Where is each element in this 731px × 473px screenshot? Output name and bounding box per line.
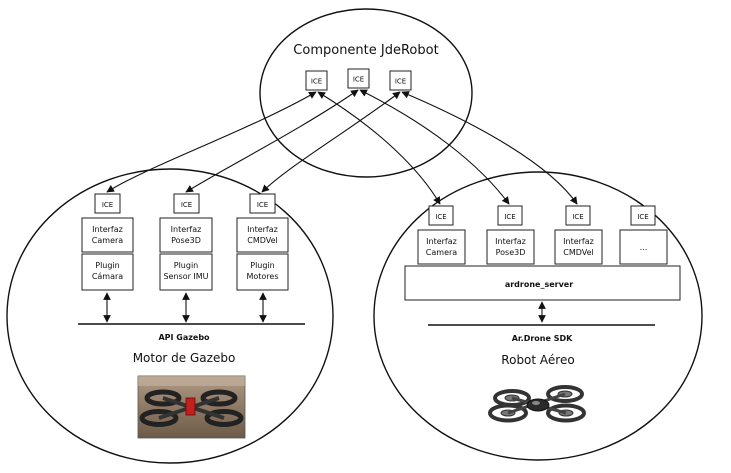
- ice-label: ICE: [102, 201, 113, 209]
- ice-label: ICE: [311, 78, 322, 86]
- interface-label: CMDVel: [563, 248, 594, 257]
- plugin-label: Plugin: [250, 261, 275, 270]
- interface-label: Interfaz: [563, 237, 594, 246]
- jderobot-ice-0: ICE: [305, 70, 328, 91]
- interface-label: Interfaz: [426, 237, 457, 246]
- robot-column-more: ICE ...: [619, 205, 668, 265]
- robot-column-cmdvel: ICE Interfaz CMDVel: [554, 205, 603, 265]
- interface-box: [159, 217, 213, 253]
- ice-label: ICE: [572, 213, 583, 221]
- ice-box: [565, 205, 591, 226]
- ice-label: ICE: [435, 213, 446, 221]
- interface-box: [619, 229, 668, 265]
- jderobot-title: Componente JdeRobot: [293, 43, 438, 58]
- ardrone-server-box: [404, 265, 681, 301]
- gazebo-column-camera: ICE Interfaz Camera Plugin Cámara: [81, 193, 134, 323]
- connection-cmdvel-robot: [401, 91, 578, 205]
- interface-box: [236, 217, 289, 253]
- interface-label: Camera: [426, 248, 457, 257]
- interface-label: Pose3D: [496, 248, 526, 257]
- interface-label: Interfaz: [495, 237, 526, 246]
- robot-drone-image: [488, 385, 586, 423]
- interface-box: [81, 217, 134, 253]
- gazebo-title: Motor de Gazebo: [133, 351, 236, 365]
- interface-box: [486, 229, 535, 265]
- ellipsis-label: ...: [640, 243, 648, 252]
- interface-label: CMDVel: [247, 236, 278, 245]
- ice-box: [630, 205, 656, 226]
- ice-label: ICE: [353, 76, 364, 84]
- connection-camera-robot: [317, 91, 441, 205]
- connection-pose-gazebo: [185, 89, 359, 193]
- ice-box: [173, 193, 200, 214]
- connection-pose-robot: [359, 89, 510, 205]
- ice-label: ICE: [181, 201, 192, 209]
- ice-label: ICE: [637, 213, 648, 221]
- robot-aereo: ICE Interfaz Camera ICE Interfaz Pose3D …: [373, 171, 703, 461]
- ice-box: [94, 193, 121, 214]
- sdk-label: Ar.Drone SDK: [512, 334, 573, 343]
- jderobot-ice-2: ICE: [389, 70, 412, 91]
- robot-column-pose: ICE Interfaz Pose3D: [486, 205, 535, 265]
- plugin-label: Plugin: [174, 261, 199, 270]
- gazebo-engine: ICE Interfaz Camera Plugin Cámara ICE In…: [6, 168, 334, 464]
- interface-label: Pose3D: [171, 236, 201, 245]
- robot-title: Robot Aéreo: [501, 353, 574, 367]
- interface-label: Interfaz: [92, 225, 123, 234]
- ice-connections: [106, 89, 578, 205]
- ice-label: ICE: [395, 78, 406, 86]
- interface-box: [554, 229, 603, 265]
- plugin-label: Motores: [246, 272, 278, 281]
- ardrone-server-label: ardrone_server: [505, 280, 573, 289]
- interface-box: [417, 229, 466, 265]
- interface-label: Interfaz: [171, 225, 202, 234]
- api-gazebo-label: API Gazebo: [158, 333, 210, 342]
- ice-label: ICE: [504, 213, 515, 221]
- ice-box: [249, 193, 276, 214]
- gazebo-column-pose: ICE Interfaz Pose3D Plugin Sensor IMU: [159, 193, 213, 323]
- interface-label: Interfaz: [247, 225, 278, 234]
- plugin-label: Plugin: [95, 261, 120, 270]
- gazebo-drone-image: [137, 375, 246, 439]
- ice-label: ICE: [257, 201, 268, 209]
- plugin-label: Cámara: [92, 272, 123, 281]
- robot-column-camera: ICE Interfaz Camera: [417, 205, 466, 265]
- ice-box: [497, 205, 523, 226]
- plugin-box: [159, 253, 213, 291]
- ice-box: [428, 205, 454, 226]
- plugin-box: [81, 253, 134, 291]
- jderobot-ice-1: ICE: [347, 68, 370, 89]
- plugin-box: [236, 253, 289, 291]
- gazebo-column-cmdvel: ICE Interfaz CMDVel Plugin Motores: [236, 193, 289, 323]
- plugin-label: Sensor IMU: [163, 272, 208, 281]
- interface-label: Camera: [92, 236, 123, 245]
